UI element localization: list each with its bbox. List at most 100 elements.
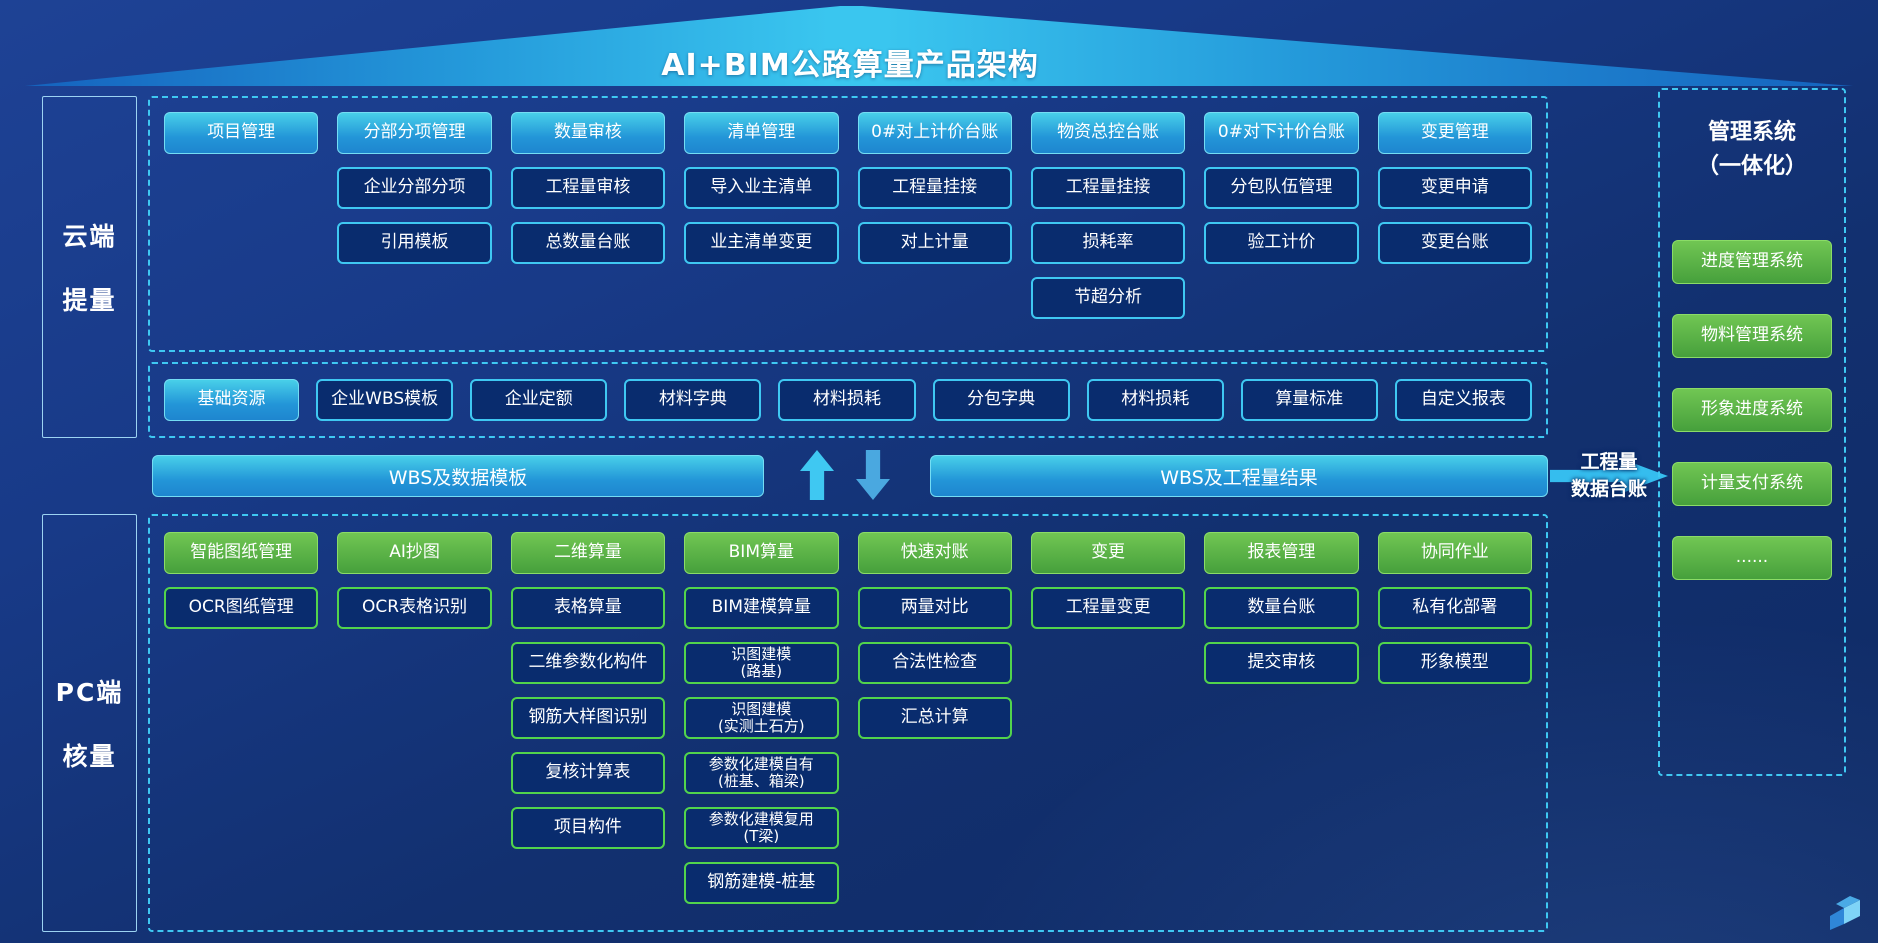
- management-items: 进度管理系统物料管理系统形象进度系统计量支付系统......: [1660, 240, 1844, 581]
- pc-module-block: 快速对账: [857, 532, 1012, 574]
- pc-column: 快速对账两量对比合法性检查汇总计算: [857, 532, 1012, 914]
- pc-feature-block: 识图建模 (路基): [684, 642, 839, 684]
- base-resource-block: 基础资源: [164, 379, 300, 421]
- cloud-label-line2: 提量: [62, 286, 117, 315]
- pc-column: 变更工程量变更: [1030, 532, 1186, 914]
- cloud-module-block: 项目管理: [164, 112, 319, 154]
- cloud-feature-block: 业主清单变更: [684, 222, 839, 264]
- logo-mark: [1830, 896, 1860, 930]
- management-panel: 管理系统 （一体化） 进度管理系统物料管理系统形象进度系统计量支付系统.....…: [1658, 88, 1846, 776]
- pc-module-block: 智能图纸管理: [164, 532, 319, 574]
- cloud-module-block: 分部分项管理: [337, 112, 492, 154]
- pc-column: 智能图纸管理 OCR图纸管理: [164, 532, 319, 914]
- base-resource-block: 分包字典: [932, 379, 1070, 421]
- base-resource-block: 材料字典: [624, 379, 762, 421]
- pc-label-line2: 核量: [62, 742, 117, 771]
- pc-feature-block: 识图建模 (实测土石方): [684, 697, 839, 739]
- pc-column: 协同作业私有化部署形象模型: [1377, 532, 1532, 914]
- pc-feature-block: OCR表格识别: [337, 587, 492, 629]
- cloud-feature-block: 分包队伍管理: [1204, 167, 1359, 209]
- arrow-up-icon: [800, 450, 834, 500]
- pc-column: 二维算量表格算量二维参数化构件钢筋大样图识别复核计算表项目构件: [510, 532, 666, 914]
- cloud-module-block: 清单管理: [684, 112, 839, 154]
- pc-feature-block: 形象模型: [1377, 642, 1532, 684]
- cloud-column: 项目管理: [164, 112, 319, 336]
- cloud-feature-block: 导入业主清单: [684, 167, 839, 209]
- pc-feature-block: 参数化建模自有 (桩基、箱梁): [684, 752, 839, 794]
- cloud-module-block: 0#对上计价台账: [857, 112, 1012, 154]
- pc-feature-block: 表格算量: [510, 587, 666, 629]
- pc-feature-block: 钢筋大样图识别: [510, 697, 666, 739]
- pc-module-block: 协同作业: [1377, 532, 1532, 574]
- cloud-side-label: 云端 提量: [42, 96, 137, 438]
- pc-label-line1: PC端: [55, 678, 124, 707]
- base-resource-block: 企业定额: [470, 379, 608, 421]
- pc-module-block: AI抄图: [337, 532, 492, 574]
- cloud-feature-block: 节超分析: [1030, 277, 1186, 319]
- pc-side-label: PC端 核量: [42, 514, 137, 932]
- pc-feature-block: 私有化部署: [1377, 587, 1532, 629]
- cloud-feature-block: 变更申请: [1377, 167, 1532, 209]
- cloud-column: 分部分项管理企业分部分项引用模板: [337, 112, 492, 336]
- cloud-column: 物资总控台账工程量挂接损耗率节超分析: [1030, 112, 1186, 336]
- pc-feature-block: 两量对比: [857, 587, 1012, 629]
- pc-feature-block: OCR图纸管理: [164, 587, 319, 629]
- cloud-module-block: 变更管理: [1377, 112, 1532, 154]
- cloud-feature-block: 企业分部分项: [337, 167, 492, 209]
- pc-feature-block: 汇总计算: [857, 697, 1012, 739]
- pc-feature-block: 项目构件: [510, 807, 666, 849]
- pc-feature-block: BIM建模算量: [684, 587, 839, 629]
- base-resource-block: 自定义报表: [1394, 379, 1532, 421]
- cloud-column: 变更管理变更申请变更台账: [1377, 112, 1532, 336]
- cloud-feature-block: 工程量审核: [510, 167, 666, 209]
- base-resource-panel: 基础资源企业WBS模板企业定额材料字典材料损耗分包字典材料损耗算量标准自定义报表: [148, 362, 1548, 438]
- management-panel-title: 管理系统 （一体化）: [1696, 120, 1807, 180]
- pc-module-block: 变更: [1030, 532, 1186, 574]
- pc-feature-block: 参数化建模复用 (T梁): [684, 807, 839, 849]
- pc-feature-block: 复核计算表: [510, 752, 666, 794]
- pc-feature-block: 合法性检查: [857, 642, 1012, 684]
- base-resource-block: 算量标准: [1240, 379, 1378, 421]
- base-resource-block: 材料损耗: [778, 379, 916, 421]
- cloud-module-block: 物资总控台账: [1030, 112, 1186, 154]
- base-resource-row: 基础资源企业WBS模板企业定额材料字典材料损耗分包字典材料损耗算量标准自定义报表: [164, 379, 1532, 421]
- cloud-feature-block: 工程量挂接: [857, 167, 1012, 209]
- cloud-column: 清单管理导入业主清单业主清单变更: [684, 112, 839, 336]
- management-system-block: 物料管理系统: [1672, 314, 1832, 359]
- page-title: AI+BIM公路算量产品架构: [661, 48, 1039, 83]
- management-system-block: 进度管理系统: [1672, 240, 1832, 285]
- cloud-modules-panel: 项目管理分部分项管理企业分部分项引用模板数量审核工程量审核总数量台账清单管理导入…: [148, 96, 1548, 352]
- cloud-feature-block: 变更台账: [1377, 222, 1532, 264]
- flow-to-management: 工程量 数据台账: [1550, 448, 1668, 504]
- cloud-module-block: 数量审核: [510, 112, 666, 154]
- pc-module-block: 报表管理: [1204, 532, 1359, 574]
- base-resource-block: 企业WBS模板: [316, 379, 454, 421]
- management-system-block: 计量支付系统: [1672, 462, 1832, 507]
- pc-column: AI抄图 OCR表格识别: [337, 532, 492, 914]
- arrow-down-icon: [856, 450, 890, 500]
- pc-feature-block: 数量台账: [1204, 587, 1359, 629]
- cloud-columns: 项目管理分部分项管理企业分部分项引用模板数量审核工程量审核总数量台账清单管理导入…: [164, 112, 1532, 336]
- wbs-result-bar: WBS及工程量结果: [930, 455, 1548, 497]
- cloud-feature-block: 对上计量: [857, 222, 1012, 264]
- pc-feature-block: 工程量变更: [1030, 587, 1186, 629]
- management-system-block: ......: [1672, 536, 1832, 581]
- cloud-feature-block: 引用模板: [337, 222, 492, 264]
- pc-feature-block: 提交审核: [1204, 642, 1359, 684]
- cloud-column: 0#对下计价台账分包队伍管理验工计价: [1204, 112, 1359, 336]
- pc-column: 报表管理数量台账提交审核: [1204, 532, 1359, 914]
- wbs-template-bar: WBS及数据模板: [152, 455, 764, 497]
- cloud-column: 0#对上计价台账工程量挂接对上计量: [857, 112, 1012, 336]
- flow-label: 工程量 数据台账: [1570, 451, 1647, 500]
- cloud-label-line1: 云端: [62, 222, 117, 251]
- cloud-module-block: 0#对下计价台账: [1204, 112, 1359, 154]
- pc-module-block: 二维算量: [510, 532, 666, 574]
- cloud-feature-block: 损耗率: [1030, 222, 1186, 264]
- cloud-column: 数量审核工程量审核总数量台账: [510, 112, 666, 336]
- cloud-feature-block: 总数量台账: [510, 222, 666, 264]
- management-system-block: 形象进度系统: [1672, 388, 1832, 433]
